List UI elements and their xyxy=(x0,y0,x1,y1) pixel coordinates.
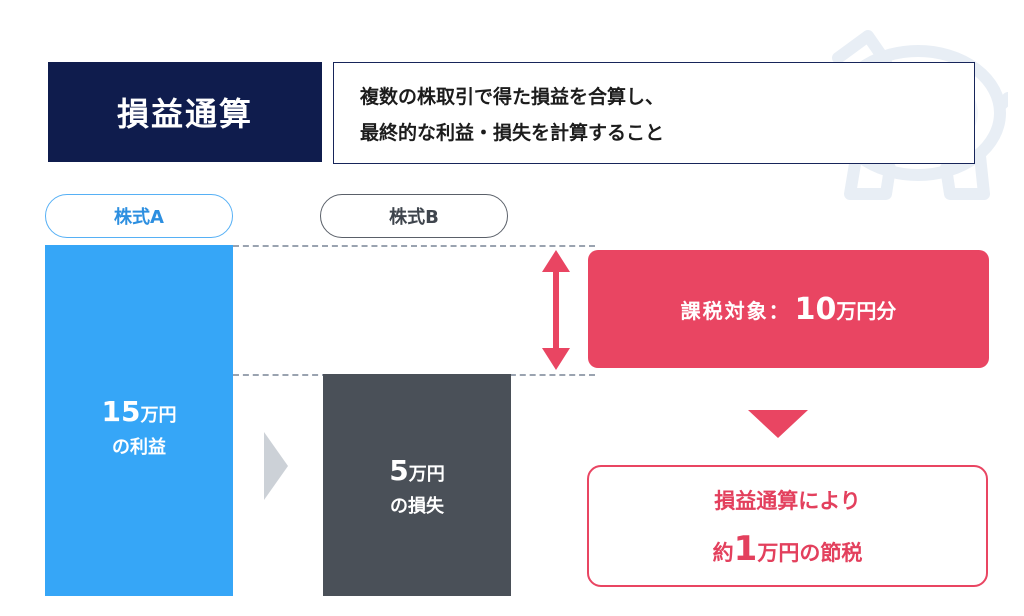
taxable-amount-box: 課税対象： 10 万円分 xyxy=(588,250,989,368)
stock-a-amount: 15万円 の利益 xyxy=(45,395,233,463)
top-guide-line xyxy=(233,245,595,247)
taxable-number: 10 xyxy=(794,291,837,327)
stock-a-label: 株式A xyxy=(45,194,233,238)
taxable-unit: 万円分 xyxy=(836,298,897,323)
triangle-down-icon xyxy=(748,410,808,438)
saving-suffix: 万円の節税 xyxy=(757,541,863,565)
saving-amount: 約1万円の節税 xyxy=(589,527,986,577)
saving-prefix: 約 xyxy=(712,541,734,565)
definition-line: 複数の株取引で得た損益を合算し、 xyxy=(360,86,665,108)
stock-b-amount: 5万円 の損失 xyxy=(323,454,511,522)
double-arrow-icon xyxy=(542,250,570,370)
stock-b-unit: 万円 xyxy=(408,464,445,485)
stock-a-result: の利益 xyxy=(112,437,166,458)
page-title: 損益通算 xyxy=(48,62,322,162)
stock-a-unit: 万円 xyxy=(140,405,177,426)
stock-a-profit-bar: 15万円 の利益 xyxy=(45,245,233,596)
tax-saving-box: 損益通算により 約1万円の節税 xyxy=(587,465,988,587)
stock-b-loss-bar: 5万円 の損失 xyxy=(323,374,511,596)
result-line: 損益通算により xyxy=(714,489,861,513)
stock-a-number: 15 xyxy=(101,395,141,428)
stock-b-number: 5 xyxy=(389,454,409,487)
chevron-right-icon xyxy=(264,432,288,500)
stock-b-label: 株式B xyxy=(320,194,508,238)
stock-b-result: の損失 xyxy=(390,496,444,517)
definition-line: 最終的な利益・損失を計算すること xyxy=(360,122,665,144)
taxable-label: 課税対象： xyxy=(680,298,791,323)
definition-box: 複数の株取引で得た損益を合算し、 最終的な利益・損失を計算すること xyxy=(333,62,975,164)
saving-number: 1 xyxy=(733,529,758,569)
